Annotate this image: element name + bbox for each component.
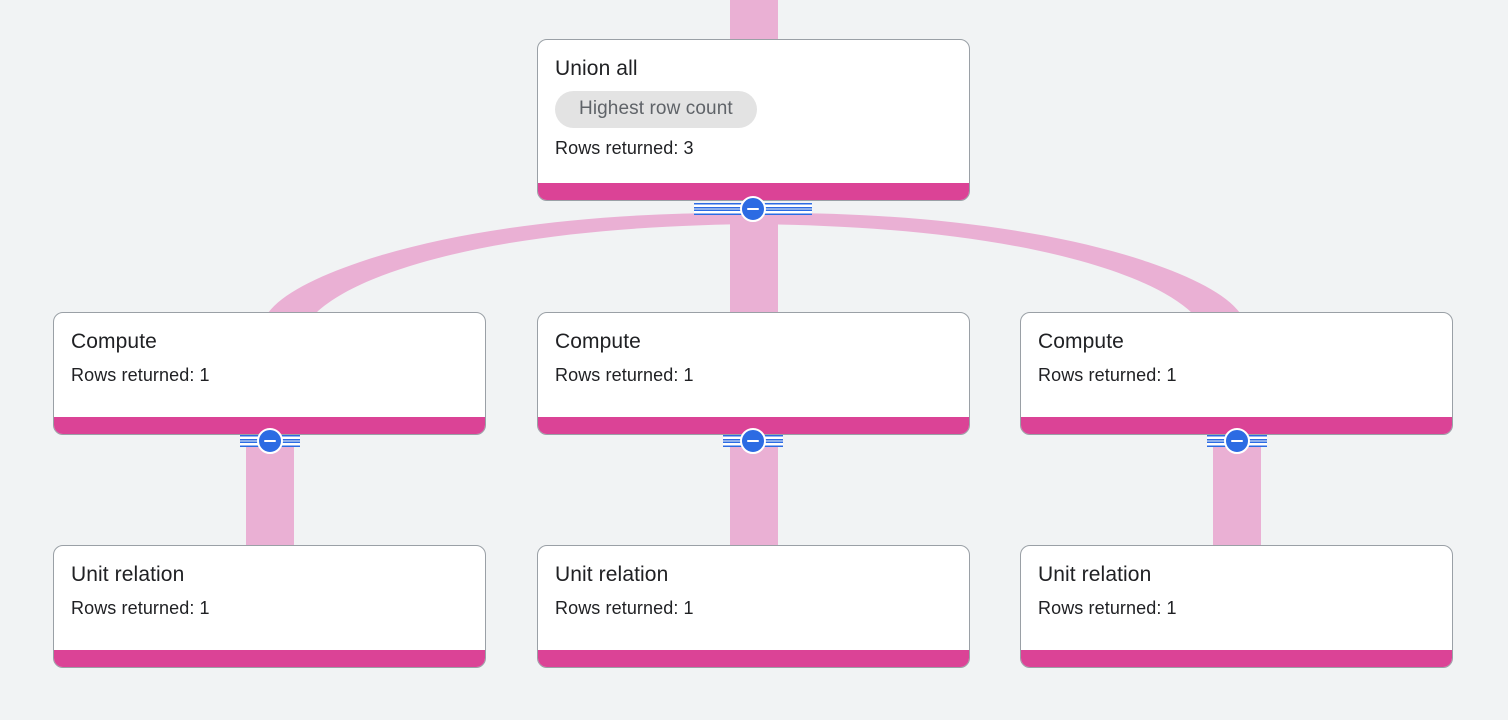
node-rows-returned: Rows returned: 1 [1038, 365, 1177, 385]
node-accent-bar [1021, 417, 1452, 434]
node-rows-returned: Rows returned: 1 [1038, 598, 1177, 618]
node-rows-returned: Rows returned: 3 [555, 138, 694, 158]
node-unit-relation-1-body: Unit relation Rows returned: 1 [54, 546, 485, 650]
edge-union-all-to-compute-1 [268, 213, 778, 313]
minus-circle-icon [1224, 428, 1250, 454]
collapse-toggle-compute-2[interactable] [723, 427, 783, 455]
node-compute-2[interactable]: Compute Rows returned: 1 [537, 312, 970, 435]
edge-parent-to-union-all [730, 0, 778, 42]
node-title: Union all [555, 57, 638, 80]
node-compute-2-body: Compute Rows returned: 1 [538, 313, 969, 417]
edge-compute-3-to-unit-relation-3 [1213, 443, 1261, 549]
node-title: Compute [555, 330, 641, 353]
node-rows-returned: Rows returned: 1 [555, 598, 694, 618]
node-unit-relation-2-body: Unit relation Rows returned: 1 [538, 546, 969, 650]
node-badge-highest-row-count: Highest row count [555, 91, 757, 128]
minus-circle-icon [740, 428, 766, 454]
node-compute-1[interactable]: Compute Rows returned: 1 [53, 312, 486, 435]
node-accent-bar [1021, 650, 1452, 667]
minus-circle-icon [740, 196, 766, 222]
collapse-toggle-union-all[interactable] [694, 195, 812, 223]
node-title: Compute [71, 330, 157, 353]
node-unit-relation-1[interactable]: Unit relation Rows returned: 1 [53, 545, 486, 668]
node-rows-returned: Rows returned: 1 [555, 365, 694, 385]
collapse-toggle-compute-1[interactable] [240, 427, 300, 455]
node-compute-3-body: Compute Rows returned: 1 [1021, 313, 1452, 417]
node-rows-returned: Rows returned: 1 [71, 598, 210, 618]
edge-union-all-to-compute-3 [730, 213, 1240, 313]
node-accent-bar [538, 650, 969, 667]
node-accent-bar [54, 650, 485, 667]
collapse-toggle-compute-3[interactable] [1207, 427, 1267, 455]
node-unit-relation-3-body: Unit relation Rows returned: 1 [1021, 546, 1452, 650]
node-title: Compute [1038, 330, 1124, 353]
node-rows-returned: Rows returned: 1 [71, 365, 210, 385]
node-accent-bar [538, 183, 969, 200]
node-unit-relation-2[interactable]: Unit relation Rows returned: 1 [537, 545, 970, 668]
node-title: Unit relation [555, 563, 669, 586]
edge-compute-1-to-unit-relation-1 [246, 443, 294, 549]
node-title: Unit relation [71, 563, 185, 586]
node-compute-1-body: Compute Rows returned: 1 [54, 313, 485, 417]
node-union-all[interactable]: Union all Highest row count Rows returne… [537, 39, 970, 201]
node-accent-bar [538, 417, 969, 434]
edge-union-all-to-compute-2 [730, 210, 778, 315]
node-title: Unit relation [1038, 563, 1152, 586]
edge-compute-2-to-unit-relation-2 [730, 443, 778, 549]
minus-circle-icon [257, 428, 283, 454]
node-compute-3[interactable]: Compute Rows returned: 1 [1020, 312, 1453, 435]
node-accent-bar [54, 417, 485, 434]
node-unit-relation-3[interactable]: Unit relation Rows returned: 1 [1020, 545, 1453, 668]
node-union-all-body: Union all Highest row count Rows returne… [538, 40, 969, 183]
